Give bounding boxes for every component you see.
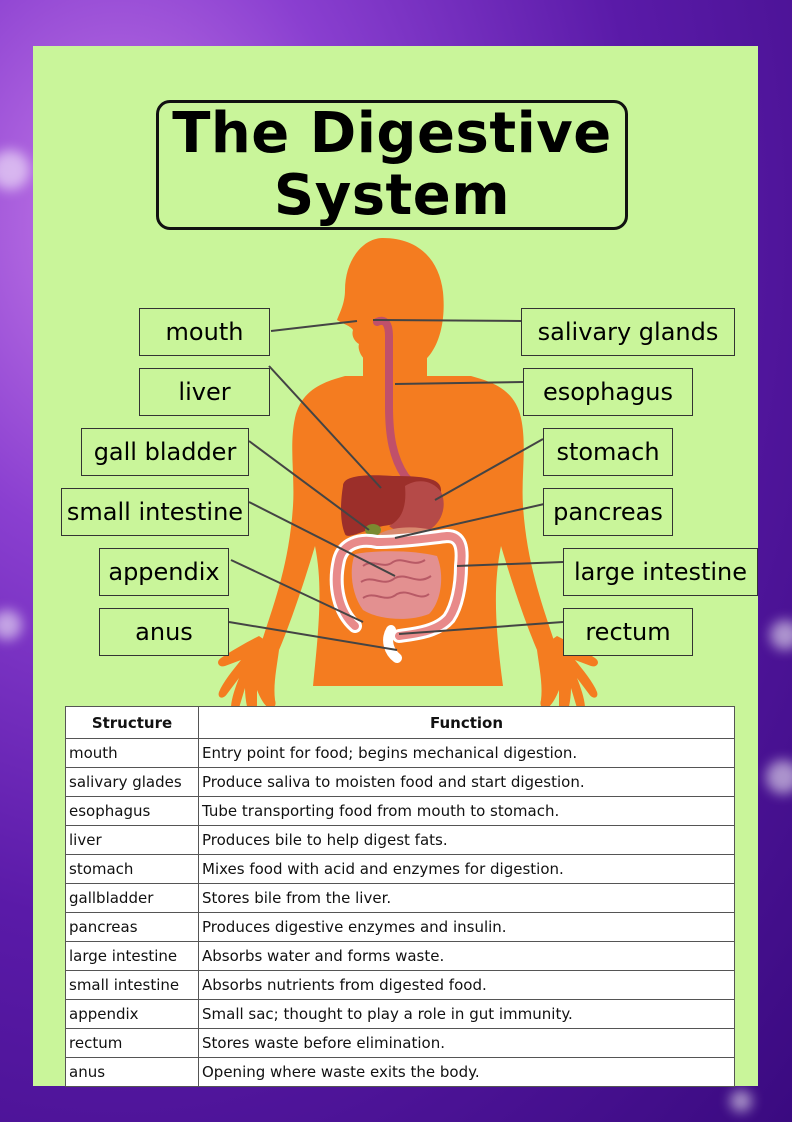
rectum-shape <box>383 625 402 663</box>
structure-cell: stomach <box>65 854 199 884</box>
structure-cell: mouth <box>65 738 199 768</box>
label-rectum: rectum <box>563 608 693 656</box>
background-glow <box>0 610 22 640</box>
function-cell: Opening where waste exits the body. <box>198 1057 735 1087</box>
function-cell: Produces bile to help digest fats. <box>198 825 735 855</box>
function-cell: Absorbs nutrients from digested food. <box>198 970 735 1000</box>
structure-cell: pancreas <box>65 912 199 942</box>
gall-bladder-shape <box>365 524 381 536</box>
background-glow <box>0 150 30 190</box>
function-cell: Produce saliva to moisten food and start… <box>198 767 735 797</box>
column-header-function: Function <box>198 706 735 739</box>
function-cell: Absorbs water and forms waste. <box>198 941 735 971</box>
function-cell: Tube transporting food from mouth to sto… <box>198 796 735 826</box>
function-cell: Mixes food with acid and enzymes for dig… <box>198 854 735 884</box>
label-small-intestine: small intestine <box>61 488 249 536</box>
function-cell: Small sac; thought to play a role in gut… <box>198 999 735 1029</box>
label-salivary-glands: salivary glands <box>521 308 735 356</box>
structure-cell: small intestine <box>65 970 199 1000</box>
background-glow <box>770 620 792 650</box>
background-glow <box>766 760 792 794</box>
structure-cell: appendix <box>65 999 199 1029</box>
structure-cell: large intestine <box>65 941 199 971</box>
function-cell: Entry point for food; begins mechanical … <box>198 738 735 768</box>
title-line-2: System <box>273 163 511 228</box>
function-cell: Produces digestive enzymes and insulin. <box>198 912 735 942</box>
label-liver: liver <box>139 368 270 416</box>
label-pancreas: pancreas <box>543 488 673 536</box>
structure-cell: rectum <box>65 1028 199 1058</box>
function-cell: Stores waste before elimination. <box>198 1028 735 1058</box>
label-stomach: stomach <box>543 428 673 476</box>
structure-cell: anus <box>65 1057 199 1087</box>
structure-cell: esophagus <box>65 796 199 826</box>
table-header-row: Structure Function <box>65 706 735 739</box>
label-mouth: mouth <box>139 308 270 356</box>
background-glow <box>730 1090 752 1112</box>
label-appendix: appendix <box>99 548 229 596</box>
body-diagram <box>218 238 598 706</box>
page-title: The Digestive System <box>156 100 628 230</box>
stomach-shape <box>389 481 444 534</box>
leader-lines <box>228 319 564 651</box>
label-gall-bladder: gall bladder <box>81 428 249 476</box>
label-large-intestine: large intestine <box>563 548 758 596</box>
label-esophagus: esophagus <box>523 368 693 416</box>
structure-cell: liver <box>65 825 199 855</box>
column-header-structure: Structure <box>65 706 199 739</box>
label-anus: anus <box>99 608 229 656</box>
structure-cell: gallbladder <box>65 883 199 913</box>
function-cell: Stores bile from the liver. <box>198 883 735 913</box>
worksheet: The Digestive System <box>33 46 758 1087</box>
small-intestine-shape <box>351 551 442 619</box>
title-line-1: The Digestive <box>172 101 612 166</box>
structure-cell: salivary glades <box>65 767 199 797</box>
